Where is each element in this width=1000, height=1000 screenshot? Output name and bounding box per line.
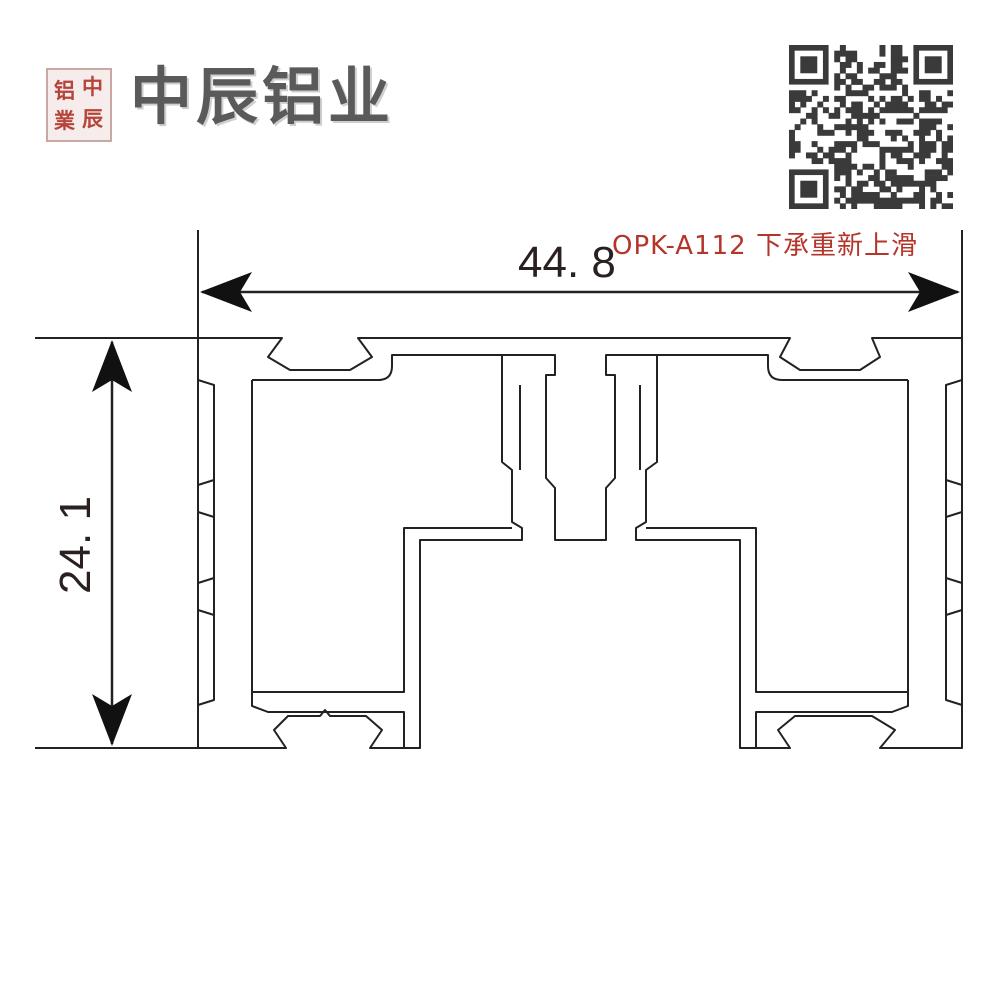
qr-code [789,45,953,209]
arrow-up-icon [92,340,132,392]
arrow-down-icon [92,694,132,746]
seal-char: 铝 [54,78,75,103]
seal-char: 業 [54,108,75,133]
right-top-wall [657,354,908,381]
left-top-wall [252,354,502,381]
left-bottom-flange [251,692,405,748]
brand-name: 中辰铝业 [130,60,395,133]
profile-side-walls [213,385,947,700]
model-label: OPK-A112 下承重新上滑 [612,231,918,261]
left-chamber [251,380,512,693]
height-dimension: 24. 1 [51,496,100,594]
seal-char: 辰 [82,106,103,131]
seal-char: 中 [82,74,103,99]
right-bottom-flange [755,692,909,748]
width-dimension: 44. 8 [518,238,616,287]
profile-outline [197,337,963,749]
right-chamber [646,380,909,693]
profile-outer-contour [197,337,963,749]
arrow-left-icon [200,272,252,312]
logo-seal: 铝 中 業 辰 [46,68,112,142]
center-slot-walls [519,385,641,470]
arrow-right-icon [908,272,960,312]
